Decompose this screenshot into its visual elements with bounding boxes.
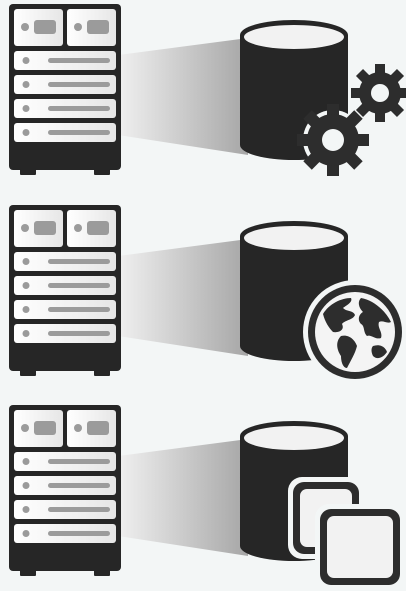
row-database-copies (0, 401, 406, 588)
copy-icon (288, 477, 405, 588)
gear-icon (351, 64, 406, 122)
row-database-global (0, 201, 406, 386)
gear-icon (297, 104, 369, 176)
server-rack-icon (9, 405, 121, 576)
connection-beam (118, 439, 248, 556)
connection-beam (118, 38, 248, 155)
server-rack-icon (9, 205, 121, 376)
server-rack-icon (9, 4, 121, 175)
row-database-settings (0, 0, 406, 185)
globe-icon (303, 280, 406, 384)
connection-beam (118, 239, 248, 356)
